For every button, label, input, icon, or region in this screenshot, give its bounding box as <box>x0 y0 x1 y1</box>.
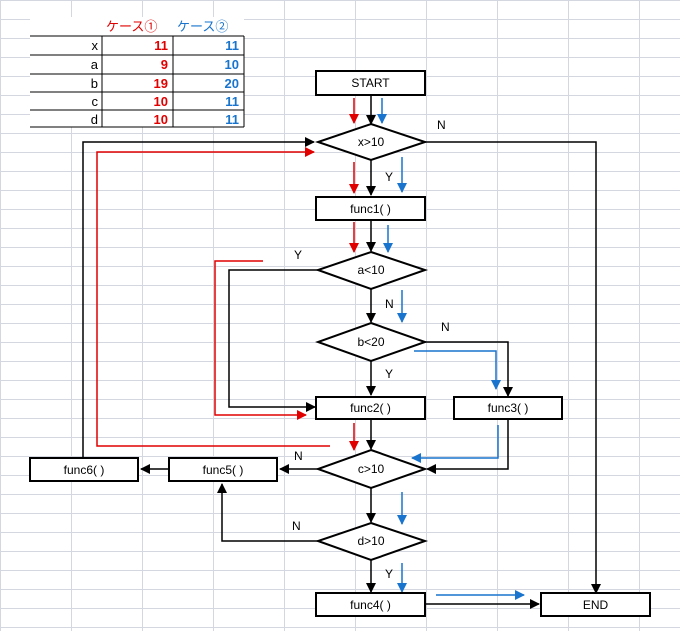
process-func1: func1( ) <box>315 196 426 221</box>
table-cell-case2-x: 11 <box>225 38 239 53</box>
a-yes-label: Y <box>294 248 302 262</box>
table-cell-case1-b: 19 <box>154 76 168 91</box>
table-key-b: b <box>91 76 98 91</box>
func1-label: func1( ) <box>350 202 391 216</box>
end-node: END <box>540 592 651 617</box>
table-header-case1: ケース① <box>106 19 157 34</box>
decision-a-lt-10: a<10 <box>314 250 429 291</box>
start-node: START <box>315 70 426 96</box>
process-func6: func6( ) <box>29 457 139 482</box>
b-no-label: N <box>441 320 450 334</box>
decision-a-label: a<10 <box>357 263 384 277</box>
func2-label: func2( ) <box>350 401 391 415</box>
func4-label: func4( ) <box>350 598 391 612</box>
c-no-label: N <box>294 449 303 463</box>
func3-label: func3( ) <box>488 401 529 415</box>
process-func4: func4( ) <box>315 592 426 617</box>
a-no-label: N <box>385 297 394 311</box>
table-cell-case1-x: 11 <box>154 38 168 53</box>
func5-label: func5( ) <box>203 463 244 477</box>
decision-c-label: c>10 <box>358 462 385 476</box>
table-header-case2: ケース② <box>177 19 228 34</box>
table-cell-case1-c: 10 <box>154 94 168 109</box>
case1-path-arrows <box>96 98 359 451</box>
decision-b-lt-20: b<20 <box>315 321 429 363</box>
x-yes-label: Y <box>385 170 393 184</box>
decision-b-label: b<20 <box>357 335 384 349</box>
d-no-label: N <box>292 519 301 533</box>
table-cell-case2-b: 20 <box>225 76 239 91</box>
end-label: END <box>583 598 609 612</box>
table-key-x: x <box>92 38 99 53</box>
func6-label: func6( ) <box>64 463 105 477</box>
table-key-d: d <box>91 112 98 127</box>
start-label: START <box>351 76 390 90</box>
table-key-c: c <box>92 94 99 109</box>
case-table: ケース① ケース② x 11 11 a 9 10 b 19 20 c 10 11… <box>30 17 245 128</box>
process-func3: func3( ) <box>453 396 563 420</box>
decision-x-label: x>10 <box>358 135 385 149</box>
table-cell-case2-a: 10 <box>225 57 239 72</box>
flow-connectors <box>82 95 601 609</box>
x-no-label: N <box>437 118 446 132</box>
table-cell-case2-d: 11 <box>225 112 239 127</box>
case2-path-arrows <box>377 98 525 600</box>
b-yes-label: Y <box>385 367 393 381</box>
table-cell-case1-a: 9 <box>161 57 168 72</box>
decision-c-gt-10: c>10 <box>315 448 429 490</box>
decision-d-label: d>10 <box>357 534 384 548</box>
branch-labels: N Y Y N N Y N N Y <box>292 118 450 581</box>
process-func5: func5( ) <box>168 457 278 482</box>
decision-d-gt-10: d>10 <box>314 521 429 562</box>
decision-x-gt-10: x>10 <box>314 122 429 162</box>
process-func2: func2( ) <box>315 396 426 420</box>
d-yes-label: Y <box>385 567 393 581</box>
table-cell-case2-c: 11 <box>225 94 239 109</box>
table-key-a: a <box>91 57 99 72</box>
table-cell-case1-d: 10 <box>154 112 168 127</box>
